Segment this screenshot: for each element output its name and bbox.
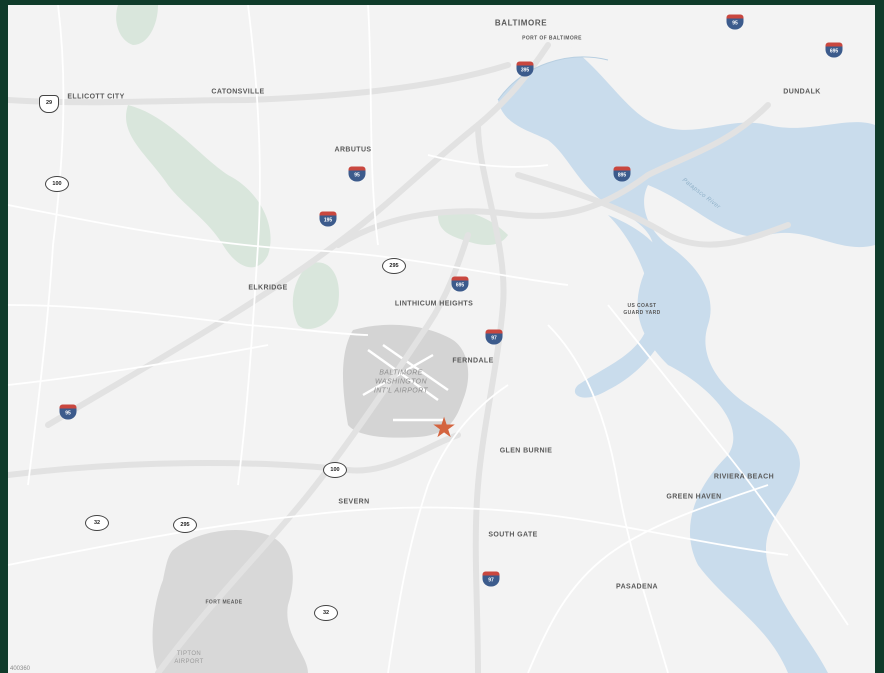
- label-dundalk: DUNDALK: [783, 88, 821, 96]
- interstate-695-shield[interactable]: 695: [825, 42, 843, 60]
- map-code: 400360: [10, 666, 31, 672]
- highways: [8, 42, 791, 673]
- interstate-97-shield[interactable]: 97: [485, 329, 503, 347]
- interstate-97-shield[interactable]: 97: [482, 571, 500, 589]
- map-frame[interactable]: BALTIMORE PORT OF BALTIMORE ELLICOTT CIT…: [8, 5, 875, 673]
- label-airport: BALTIMORE WASHINGTON INT'L AIRPORT: [373, 369, 429, 395]
- route-32-shield[interactable]: 32: [85, 515, 109, 531]
- label-us-coast-guard-yard: US COAST GUARD YARD: [623, 303, 661, 316]
- label-baltimore: BALTIMORE: [494, 18, 548, 28]
- star-icon[interactable]: ★: [431, 412, 457, 443]
- label-arbutus: ARBUTUS: [334, 146, 372, 154]
- label-glen-burnie: GLEN BURNIE: [499, 447, 553, 455]
- fort-meade-area: [152, 530, 308, 673]
- label-linthicum-heights: LINTHICUM HEIGHTS: [394, 300, 474, 308]
- label-fort-meade: FORT MEADE: [205, 599, 243, 606]
- parks: [116, 5, 508, 329]
- interstate-695-shield[interactable]: 695: [451, 276, 469, 294]
- shoreline: [497, 56, 609, 101]
- route-295-shield[interactable]: 295: [382, 258, 406, 274]
- label-tipton-airport: TIPTON AIRPORT: [174, 651, 204, 665]
- interstate-395-shield[interactable]: 395: [516, 61, 534, 79]
- label-port-of-baltimore: PORT OF BALTIMORE: [522, 35, 582, 42]
- water-bodies: [498, 5, 875, 673]
- roads: [8, 5, 849, 673]
- label-severn: SEVERN: [338, 498, 370, 506]
- label-catonsville: CATONSVILLE: [211, 88, 265, 96]
- label-elkridge: ELKRIDGE: [248, 284, 288, 292]
- label-riviera-beach: RIVIERA BEACH: [713, 473, 775, 481]
- route-100-shield[interactable]: 100: [323, 462, 347, 478]
- interstate-95-shield[interactable]: 95: [59, 404, 77, 422]
- route-295-shield[interactable]: 295: [173, 517, 197, 533]
- map-base[interactable]: [8, 5, 875, 673]
- route-32-shield[interactable]: 32: [314, 605, 338, 621]
- label-ferndale: FERNDALE: [452, 357, 494, 365]
- interstate-895-shield[interactable]: 895: [613, 166, 631, 184]
- label-ellicott-city: ELLICOTT CITY: [67, 93, 125, 101]
- interstate-95-shield[interactable]: 95: [726, 14, 744, 32]
- route-100-shield[interactable]: 100: [45, 176, 69, 192]
- interstate-95-shield[interactable]: 95: [348, 166, 366, 184]
- us-route-29-shield[interactable]: 29: [39, 95, 59, 113]
- label-green-haven: GREEN HAVEN: [666, 493, 722, 501]
- label-south-gate: SOUTH GATE: [488, 531, 538, 539]
- peninsulas: [568, 5, 875, 673]
- interstate-195-shield[interactable]: 195: [319, 211, 337, 229]
- label-pasadena: PASADENA: [616, 583, 658, 591]
